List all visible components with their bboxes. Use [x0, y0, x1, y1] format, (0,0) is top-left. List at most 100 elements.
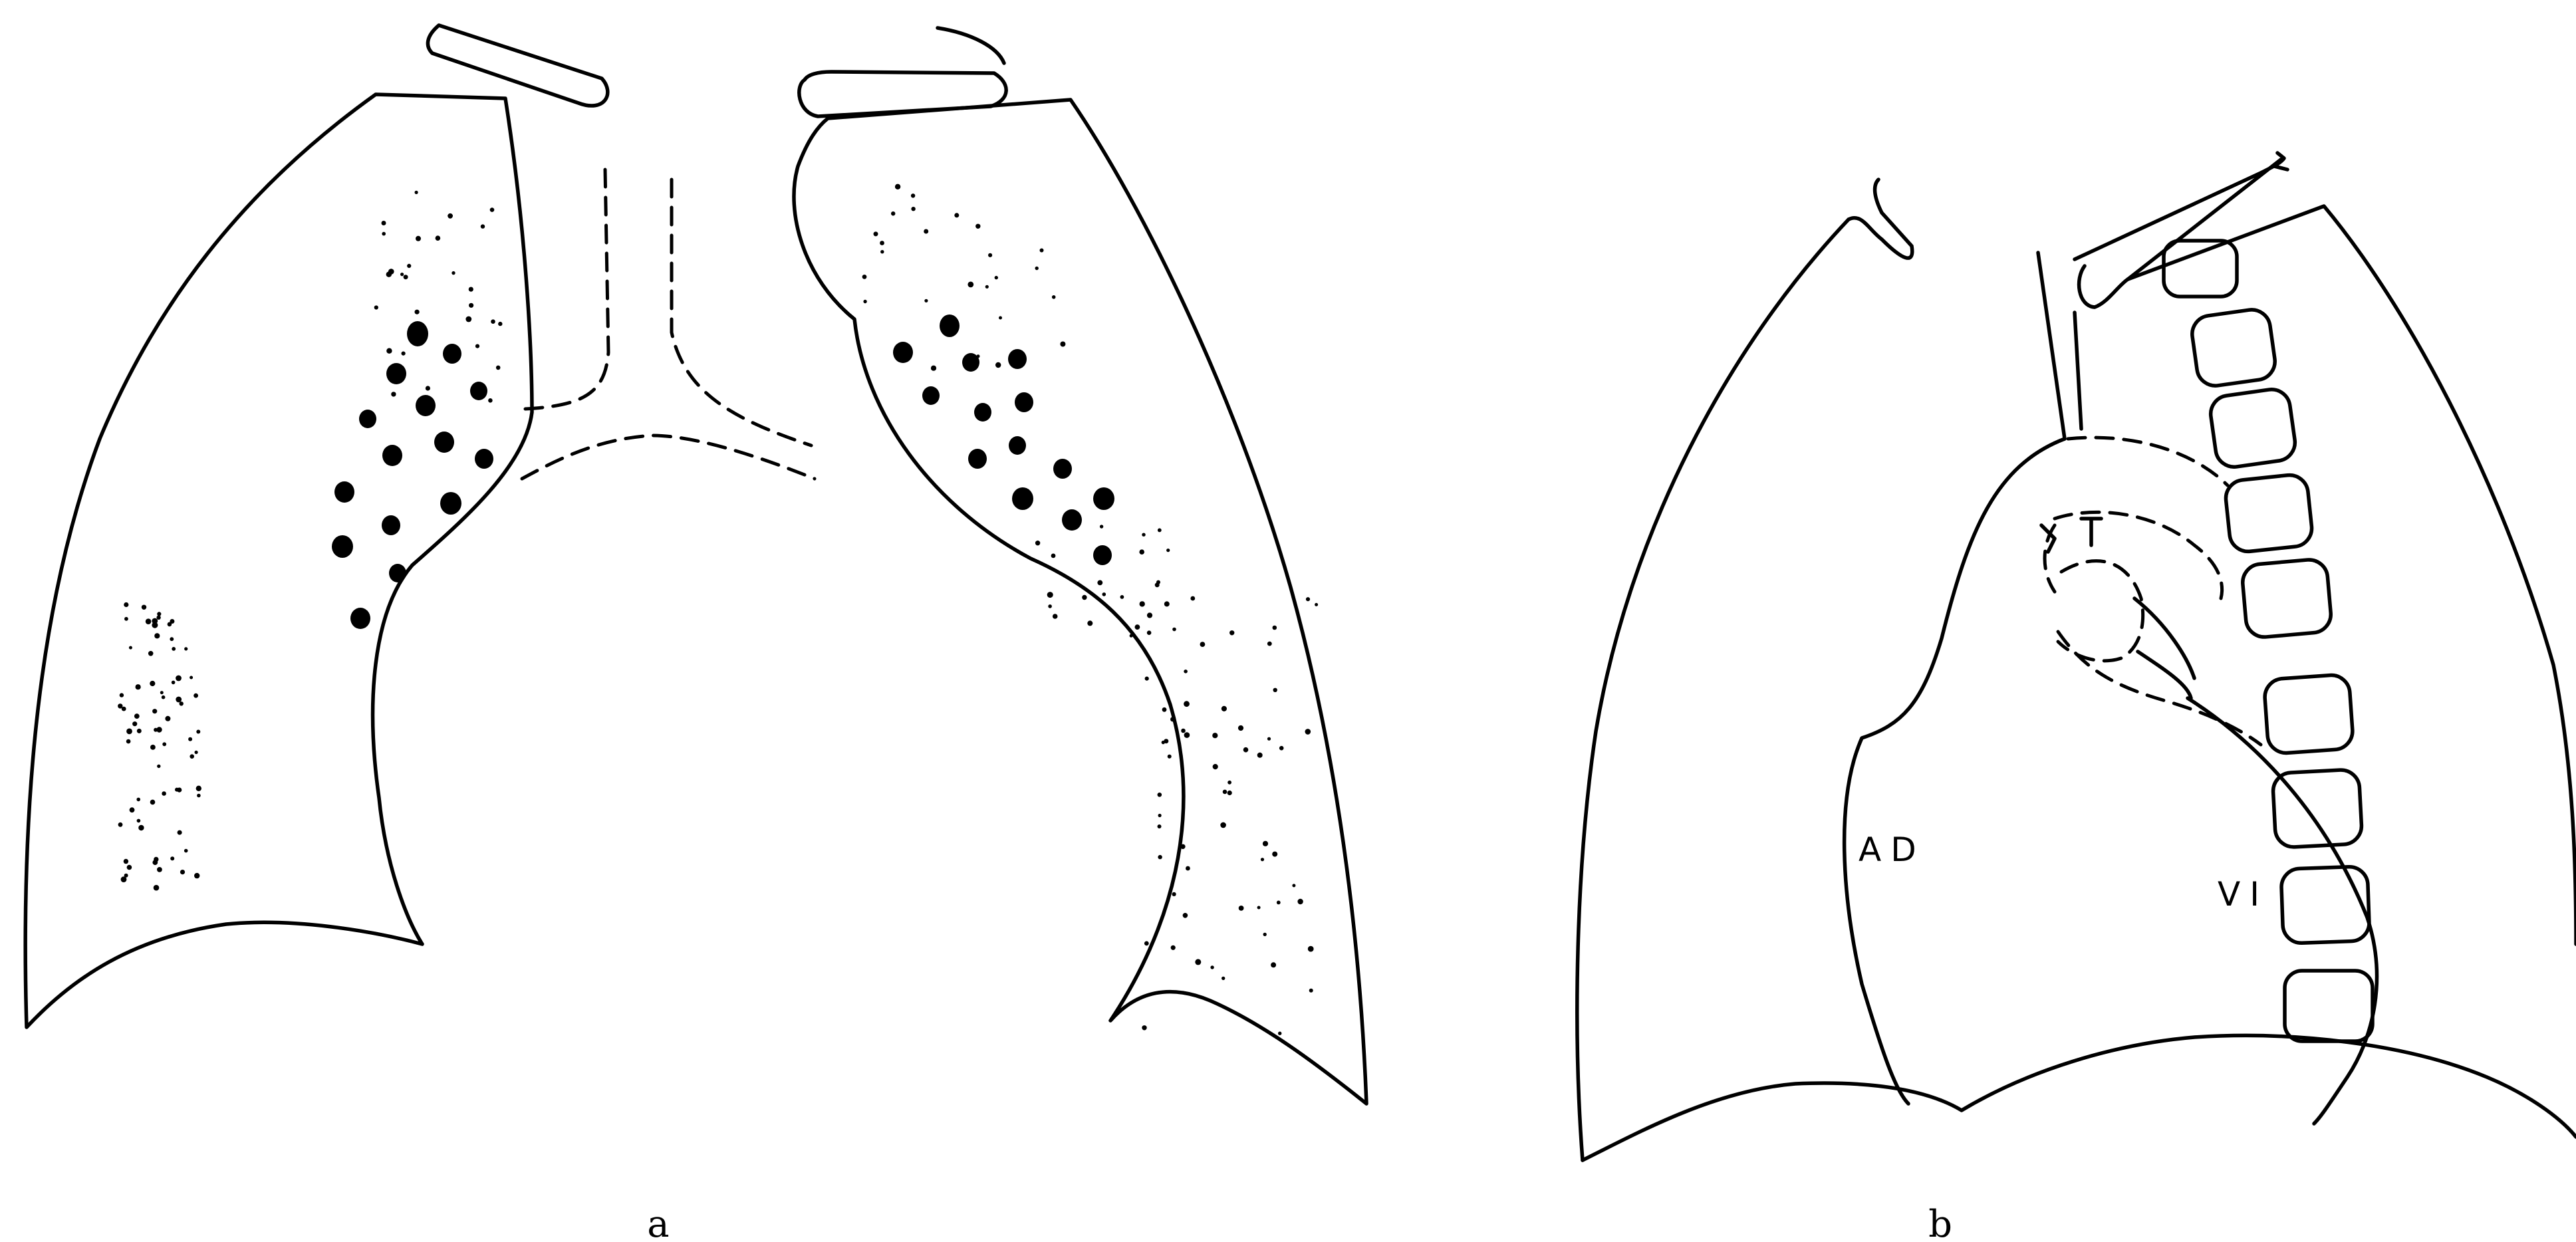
vertebra [2285, 971, 2373, 1041]
stipple-dot [1053, 614, 1058, 619]
stipple-dot [188, 737, 192, 741]
stipple-dot [120, 693, 124, 697]
panel-a-right-clavicle-tip [938, 28, 1004, 63]
panel-b-heart-outline [1845, 439, 2065, 1104]
stipple-dot [1158, 814, 1162, 817]
stipple-dot [152, 860, 158, 865]
panel-b-hilar-bracket [2041, 519, 2101, 552]
stipple-dot [1271, 962, 1276, 967]
stipple-dot [1172, 628, 1176, 632]
stipple-dot [491, 319, 495, 324]
stipple-dot [197, 794, 201, 798]
stipple-dot [1164, 739, 1168, 743]
stipple-dot [388, 269, 394, 275]
panel-b-vertebrae [2164, 241, 2373, 1041]
stipple-dot [190, 676, 193, 680]
stipple-dot [1087, 620, 1093, 626]
stipple-dot [196, 786, 201, 791]
stipple-dot [1267, 737, 1271, 741]
stipple-dot [496, 366, 501, 370]
stipple-dot [1145, 677, 1149, 681]
stipple-dot [175, 788, 179, 792]
stipple-dot [172, 681, 176, 685]
stipple-dot [1190, 596, 1195, 601]
stipple-dot [1305, 729, 1311, 735]
stipple-dot [1097, 580, 1102, 586]
stipple-dot [1243, 747, 1249, 753]
stipple-dot [142, 605, 146, 610]
panel-b-trachea-back [2075, 312, 2081, 429]
stipple-dot [1222, 706, 1227, 711]
stipple-dot [1135, 624, 1140, 630]
stipple-dot [1035, 541, 1040, 545]
stipple-dot [924, 229, 928, 234]
stipple-dot [1263, 841, 1268, 846]
stipple-dot [1120, 595, 1124, 599]
stipple-dot [126, 739, 131, 744]
stipple-dot [1155, 582, 1160, 587]
panel-a-right-hilar-nodules [893, 314, 1114, 565]
stipple-dot [416, 236, 421, 241]
stipple-dot [985, 285, 989, 289]
stipple-dot [488, 398, 493, 403]
stipple-dot [118, 822, 123, 827]
stipple-dot [1140, 601, 1145, 606]
stipple-dot [402, 352, 406, 356]
stipple-dot [988, 253, 992, 257]
stipple-dot [967, 282, 973, 288]
stipple-dot [146, 618, 152, 624]
stipple-dot [977, 354, 980, 358]
panel-b: AD VI b [1577, 153, 2576, 1242]
stipple-dot [165, 716, 170, 721]
stipple-dot [880, 241, 884, 245]
stipple-dot [469, 287, 473, 292]
stipple-dot [193, 693, 198, 698]
stipple-dot [152, 709, 157, 713]
stipple-dot [931, 366, 936, 371]
stipple-dot [995, 362, 1001, 368]
panel-b-letter: b [1928, 1203, 1952, 1242]
stipple-dot [148, 651, 154, 656]
stipple-dot [1139, 549, 1144, 555]
stipple-dot [1147, 630, 1152, 635]
stipple-dot [1227, 791, 1232, 795]
stipple-dot [374, 305, 378, 309]
stipple-dot [127, 865, 132, 870]
panel-a: a [25, 25, 1366, 1242]
stipple-dot [1164, 601, 1170, 606]
panel-b-left-atrium [2045, 525, 2143, 661]
vertebra [2281, 866, 2370, 943]
stipple-dot [999, 316, 1002, 320]
stipple-dot [415, 191, 418, 194]
stipple-dot [150, 681, 155, 686]
stipple-dot [1257, 753, 1263, 758]
panel-b-label-vi: VI [2218, 875, 2269, 914]
panel-b-aortic-arch [2068, 437, 2228, 485]
stipple-dot [436, 235, 441, 241]
panel-a-trachea-right-wall [672, 180, 811, 445]
stipple-dot [124, 602, 128, 607]
stipple-dot [1013, 356, 1017, 361]
stipple-dot [391, 392, 396, 396]
stipple-dot [1306, 597, 1310, 601]
stipple-dot [1052, 295, 1056, 299]
stipple-dot [126, 729, 132, 735]
stipple-dot [1158, 529, 1162, 533]
stipple-dot [154, 885, 160, 891]
stipple-dot [481, 224, 485, 228]
stipple-dot [1172, 892, 1176, 896]
stipple-dot [1170, 717, 1175, 721]
stipple-dot [1180, 844, 1185, 849]
stipple-dot [1200, 642, 1206, 647]
stipple-dot [1315, 603, 1318, 606]
stipple-dot [995, 276, 998, 279]
panel-b-pulmonary-artery [2055, 512, 2222, 598]
vertebra [2263, 674, 2354, 755]
panel-a-left-hilar-nodules [332, 321, 493, 629]
stipple-dot [1239, 906, 1244, 911]
stipple-dot [172, 647, 176, 651]
vertebra [2164, 241, 2237, 297]
stipple-dot [1158, 793, 1162, 797]
stipple-dot [1212, 733, 1218, 738]
panel-b-sternal-notch [1849, 180, 1912, 258]
